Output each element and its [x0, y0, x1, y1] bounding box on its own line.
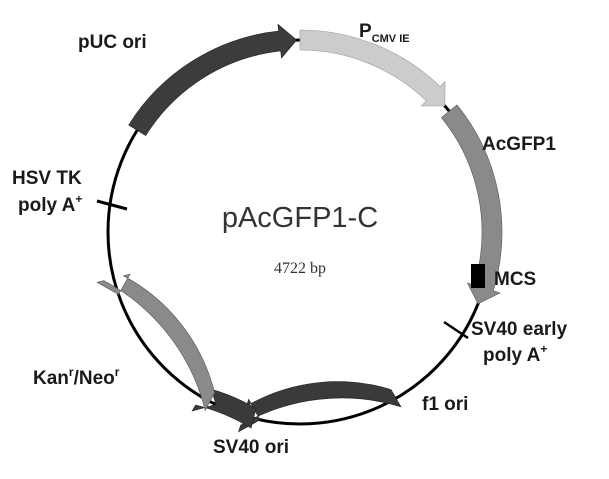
acgfp1-label: AcGFP1 [482, 134, 556, 155]
acgfp1-gene-arrow [440, 104, 503, 305]
sv40-ori-arrow [191, 381, 257, 429]
f1-ori-arrow [238, 381, 402, 433]
mcs-block [471, 264, 485, 288]
plasmid-size: 4722 bp [274, 260, 326, 277]
puc-ori-label: pUC ori [78, 32, 147, 53]
kan-neo-label: Kanr/Neor [33, 365, 120, 389]
hsv-polya-tick [96, 199, 128, 211]
sv40-polya-tick [443, 320, 469, 340]
sv40-ori-label: SV40 ori [213, 437, 289, 458]
sv40-early-label-line2: poly A+ [483, 342, 547, 366]
hsv-tk-label-line2: poly A+ [18, 192, 82, 216]
pcmv-label: PCMV IE [359, 21, 410, 45]
f1-ori-label: f1 ori [422, 394, 468, 415]
puc-ori-arrow [128, 23, 298, 137]
sv40-early-label-line1: SV40 early [471, 319, 568, 340]
pcmv-subscript: CMV IE [372, 33, 410, 45]
kan-neo-gene-arrow [96, 273, 215, 412]
pcmv-promoter-arrow [299, 29, 446, 107]
plasmid-name: pAcGFP1-C [222, 202, 378, 234]
hsv-tk-label-line1: HSV TK [12, 168, 82, 189]
mcs-label: MCS [494, 269, 536, 290]
